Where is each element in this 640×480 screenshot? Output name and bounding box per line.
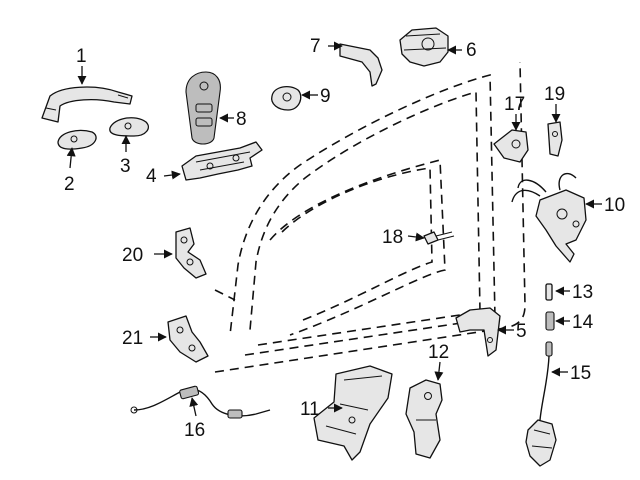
callout-labels: 1 2 3 4 5 6 7 8 9 10 11 12 13 14 15 16 1… <box>64 36 625 441</box>
part-6-lock-actuator <box>399 27 449 67</box>
part-3-handle-cap <box>109 117 149 137</box>
callout-16: 16 <box>184 420 205 441</box>
part-19-plate <box>547 121 563 157</box>
part-8-key-fob <box>185 71 221 145</box>
part-12-lock-housing <box>405 379 443 459</box>
callout-5: 5 <box>516 321 527 342</box>
part-15-lock-rod <box>525 341 557 467</box>
callout-18: 18 <box>382 227 403 248</box>
part-18-bolt <box>423 231 455 245</box>
callout-20: 20 <box>122 245 143 266</box>
callout-13: 13 <box>572 282 593 303</box>
part-7-bracket <box>339 43 383 87</box>
callout-9: 9 <box>320 86 331 107</box>
part-13-pin <box>545 283 553 301</box>
callout-4: 4 <box>146 166 157 187</box>
part-2-handle-cap <box>57 129 97 150</box>
callout-19: 19 <box>544 84 565 105</box>
part-10-door-lock <box>511 172 587 263</box>
callout-15: 15 <box>570 363 591 384</box>
callout-1: 1 <box>76 46 87 67</box>
part-9-cap <box>271 85 302 111</box>
callout-11: 11 <box>300 399 320 420</box>
part-17-striker <box>493 129 529 163</box>
part-4-handle-bracket <box>181 141 263 181</box>
part-14-clip <box>545 311 555 331</box>
callout-7: 7 <box>310 36 321 57</box>
callout-12: 12 <box>428 342 449 363</box>
callout-14: 14 <box>572 312 594 333</box>
part-21-lower-hinge <box>167 315 209 363</box>
part-5-handle-carrier <box>455 307 501 357</box>
part-16-release-cable <box>130 385 271 419</box>
callout-2: 2 <box>64 174 75 195</box>
callout-6: 6 <box>466 40 477 61</box>
callout-17: 17 <box>504 94 525 115</box>
callout-21: 21 <box>122 328 143 349</box>
part-20-upper-hinge <box>175 227 207 279</box>
callout-3: 3 <box>120 156 131 177</box>
callout-10: 10 <box>604 195 625 216</box>
callout-8: 8 <box>236 109 247 130</box>
part-11-module-bracket <box>313 365 393 461</box>
part-1-grab-handle <box>41 86 133 123</box>
leader-lines <box>66 41 602 417</box>
